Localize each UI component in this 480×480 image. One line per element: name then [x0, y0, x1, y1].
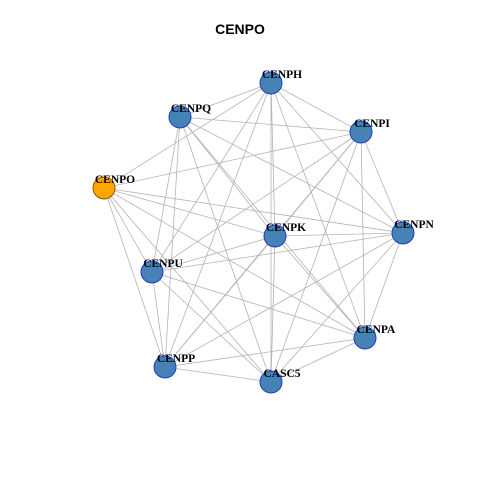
edge-cenpo-cenpu	[103, 187, 153, 273]
edge-cenpi-cenpn	[360, 131, 404, 234]
edge-cenpn-cenpp	[164, 232, 404, 368]
edge-cenpo-cenpp	[103, 187, 166, 368]
edge-cenpa-cenpp	[164, 337, 366, 368]
node-cenpp	[153, 355, 177, 379]
node-cenpn	[391, 221, 415, 245]
edge-cenpq-cenpu	[151, 116, 181, 273]
edge-layer	[103, 82, 404, 383]
edge-cenpk-cenpu	[151, 235, 276, 273]
edge-cenpi-casc5	[270, 131, 362, 383]
node-label-cenpn: CENPN	[394, 219, 434, 231]
edge-cenpo-cenpa	[103, 187, 366, 339]
edge-cenpu-cenpa	[151, 271, 366, 339]
edge-cenpa-casc5	[270, 337, 366, 383]
node-label-cenpp: CENPP	[157, 353, 195, 365]
node-cenph	[259, 71, 283, 95]
node-casc5	[259, 370, 283, 394]
edge-cenpp-casc5	[164, 366, 272, 383]
edge-cenpi-cenpo	[103, 131, 362, 189]
node-label-cenpa: CENPA	[357, 324, 396, 336]
edge-cenpq-cenpp	[164, 116, 181, 368]
node-cenpq	[168, 105, 192, 129]
edge-cenpu-cenpp	[151, 271, 166, 368]
edge-cenph-cenpk	[270, 82, 276, 237]
edge-cenpo-casc5	[103, 187, 272, 383]
edge-cenph-cenpq	[179, 82, 272, 118]
edge-cenpq-cenpn	[179, 116, 404, 234]
node-label-cenph: CENPH	[262, 69, 302, 81]
edge-cenpn-cenpu	[151, 232, 404, 273]
edge-cenph-cenpi	[270, 82, 362, 133]
edge-cenpk-casc5	[270, 235, 276, 383]
node-cenpu	[140, 260, 164, 284]
edge-cenph-cenpn	[270, 82, 404, 234]
node-label-casc5: CASC5	[263, 368, 300, 380]
node-label-cenpo: CENPO	[95, 174, 135, 186]
edge-cenpk-cenpa	[274, 235, 366, 339]
edge-cenpo-cenpn	[103, 187, 404, 234]
edge-cenph-cenpp	[164, 82, 272, 368]
node-layer: CENPH CENPQ CENPI CENPO CENPK CENPN CENPU CENPA…	[92, 69, 434, 394]
edge-cenpn-casc5	[270, 232, 404, 383]
edge-cenpq-cenpi	[179, 116, 362, 133]
edge-cenpi-cenpu	[151, 131, 362, 273]
edge-cenpk-cenpp	[164, 235, 276, 368]
edge-cenpu-casc5	[151, 271, 272, 383]
node-label-cenpu: CENPU	[143, 258, 183, 270]
node-label-cenpq: CENPQ	[171, 103, 211, 115]
edge-cenph-cenpo	[103, 82, 272, 189]
edge-cenpq-casc5	[179, 116, 272, 383]
plot-title: CENPO	[215, 21, 265, 37]
edge-cenpk-cenpn	[274, 232, 404, 237]
node-cenpo	[92, 176, 116, 200]
node-cenpi	[349, 120, 373, 144]
edge-cenpq-cenpk	[179, 116, 276, 237]
node-label-cenpi: CENPI	[354, 118, 390, 130]
node-cenpk	[263, 224, 287, 248]
edge-cenpi-cenpa	[360, 131, 366, 339]
node-cenpa	[353, 326, 377, 350]
node-label-cenpk: CENPK	[266, 222, 306, 234]
edge-cenph-cenpu	[151, 82, 272, 273]
edge-cenpo-cenpk	[103, 187, 276, 237]
edge-cenpn-cenpa	[364, 232, 404, 339]
